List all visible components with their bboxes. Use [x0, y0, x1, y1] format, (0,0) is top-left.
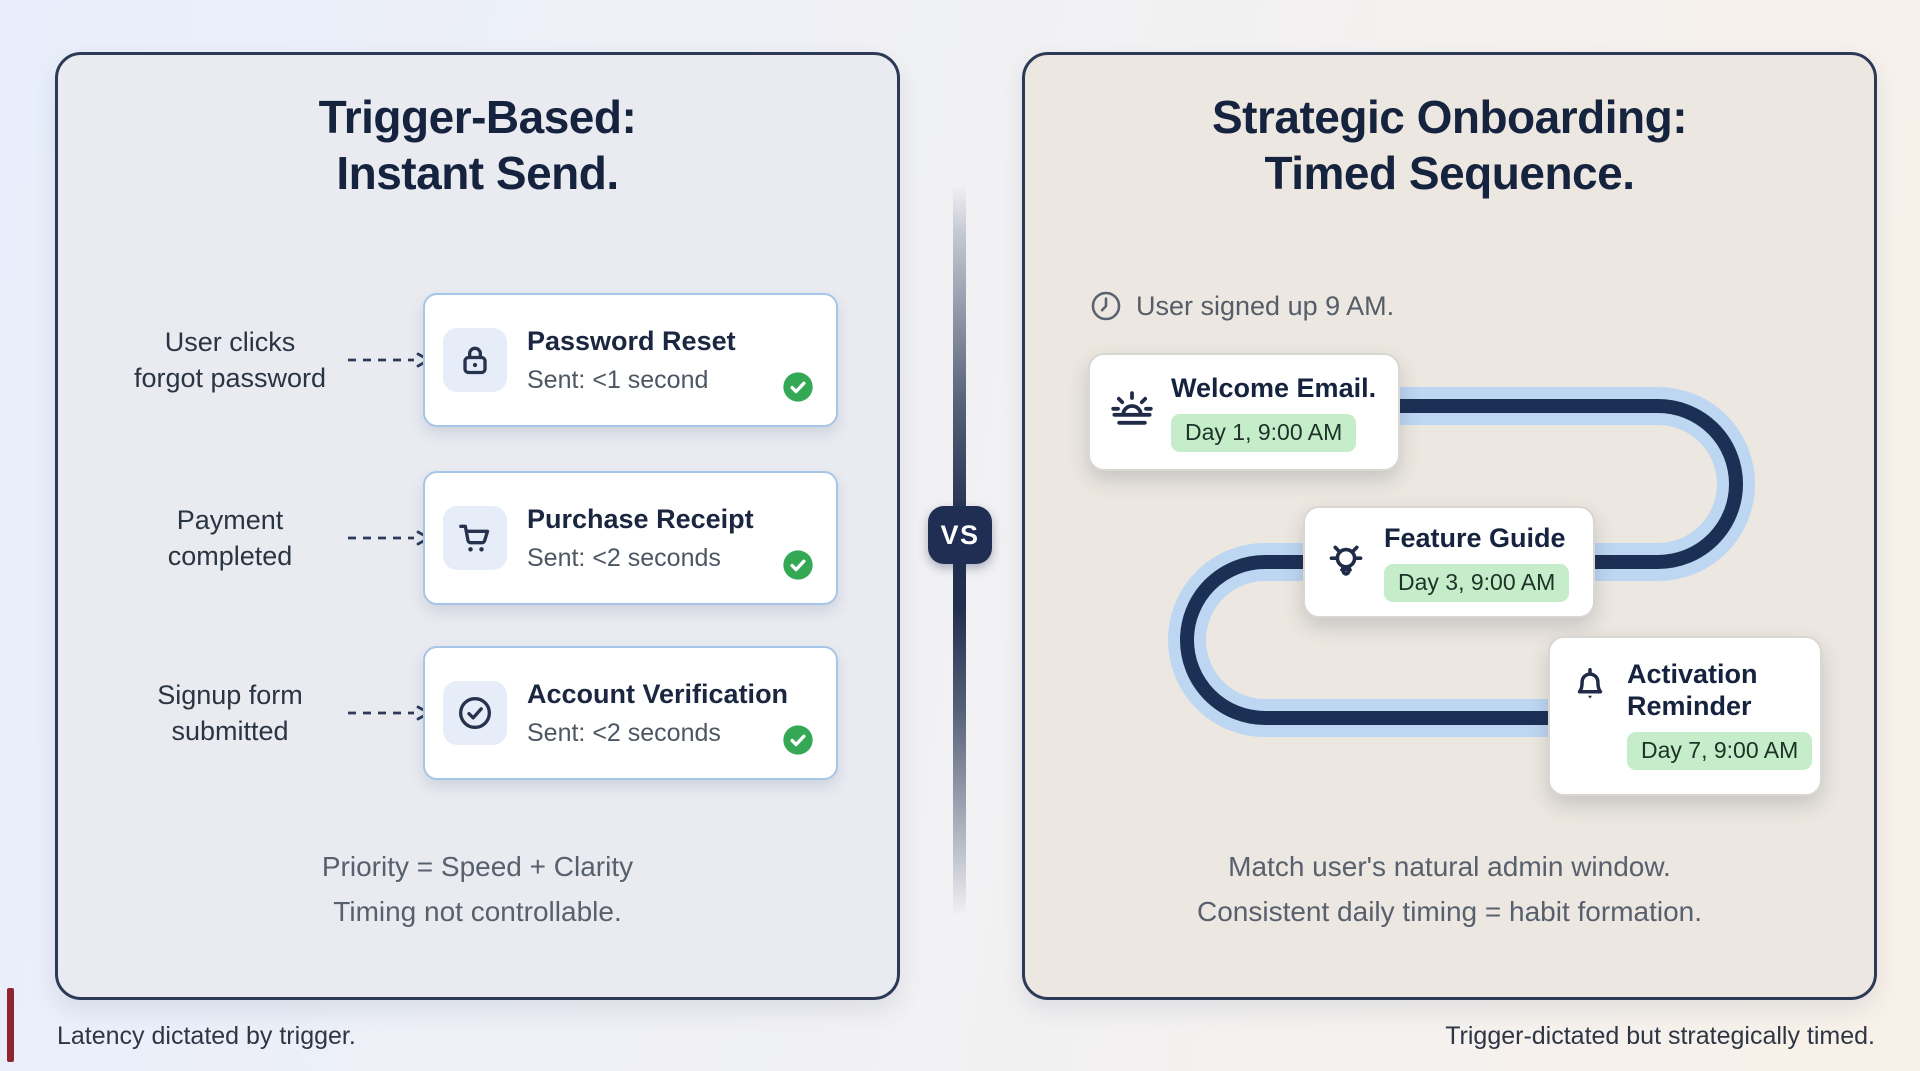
card-subtitle: Sent: <2 seconds — [527, 718, 721, 747]
trigger-label-line: submitted — [171, 716, 289, 747]
clock-icon — [1091, 291, 1121, 321]
trigger-based-panel: Trigger-Based: Instant Send. User clicks… — [55, 52, 900, 1000]
strategic-onboarding-panel: Strategic Onboarding: Timed Sequence. Us… — [1022, 52, 1877, 1000]
dashed-arrow-icon — [348, 530, 431, 546]
trigger-label-line: User clicks — [164, 327, 296, 357]
right-title-line2: Timed Sequence. — [1264, 147, 1635, 200]
step-schedule-badge: Day 3, 9:00 AM — [1384, 563, 1570, 602]
trigger-label-payment: Payment completed — [80, 502, 380, 575]
left-title-line1: Trigger-Based: — [318, 91, 637, 143]
trigger-label-line: Signup form — [157, 680, 303, 710]
trigger-label-line: Payment — [176, 505, 284, 535]
trigger-label-forgot-password: User clicks forgot password — [80, 324, 380, 397]
card-text: Purchase Receipt Sent: <2 seconds — [527, 504, 754, 573]
edge-red-mark — [7, 988, 14, 1062]
sunrise-icon — [1111, 391, 1153, 425]
dashed-arrow-icon — [348, 352, 431, 368]
card-title: Purchase Receipt — [527, 503, 754, 534]
lightbulb-icon — [1329, 545, 1363, 576]
left-summary: Priority = Speed + Clarity Timing not co… — [58, 845, 897, 935]
sent-check-icon — [783, 372, 813, 402]
signup-note-text: User signed up 9 AM. — [1136, 290, 1395, 321]
card-text: Account Verification Sent: <2 seconds — [527, 679, 788, 748]
step-schedule-badge: Day 1, 9:00 AM — [1171, 413, 1357, 452]
left-panel-title: Trigger-Based: Instant Send. — [58, 89, 897, 201]
card-title: Account Verification — [527, 678, 789, 709]
card-title: Password Reset — [527, 325, 736, 356]
right-title-line1: Strategic Onboarding: — [1211, 91, 1688, 143]
left-caption: Latency dictated by trigger. — [57, 1022, 356, 1050]
signup-note: User signed up 9 AM. — [1089, 289, 1394, 323]
step-card-welcome-email: Welcome Email. Day 1, 9:00 AM — [1088, 353, 1400, 471]
card-subtitle: Sent: <1 second — [527, 365, 709, 394]
bell-icon — [1577, 667, 1603, 699]
step-card-activation-reminder: Activation Reminder Day 7, 9:00 AM — [1548, 636, 1822, 796]
step-schedule-badge: Day 7, 9:00 AM — [1627, 731, 1813, 770]
step-title: Feature Guide — [1384, 523, 1566, 554]
cart-icon — [443, 506, 507, 570]
card-purchase-receipt: Purchase Receipt Sent: <2 seconds — [423, 471, 838, 605]
trigger-label-line: forgot password — [133, 363, 327, 394]
vs-badge: VS — [928, 506, 992, 564]
card-password-reset: Password Reset Sent: <1 second — [423, 293, 838, 427]
dashed-arrow-icon — [348, 705, 431, 721]
step-text: Welcome Email. Day 1, 9:00 AM — [1171, 372, 1377, 452]
left-summary-line2: Timing not controllable. — [333, 895, 622, 927]
step-title: Activation Reminder — [1627, 659, 1758, 722]
trigger-label-line: completed — [167, 541, 293, 572]
step-text: Activation Reminder Day 7, 9:00 AM — [1627, 658, 1813, 770]
circle-check-icon — [443, 681, 507, 745]
vs-label: VS — [940, 519, 980, 550]
sent-check-icon — [783, 550, 813, 580]
step-card-feature-guide: Feature Guide Day 3, 9:00 AM — [1303, 506, 1595, 618]
step-text: Feature Guide Day 3, 9:00 AM — [1384, 522, 1570, 602]
left-summary-line1: Priority = Speed + Clarity — [321, 851, 634, 882]
right-summary: Match user's natural admin window. Consi… — [1025, 845, 1874, 935]
step-title: Welcome Email. — [1171, 373, 1377, 404]
right-caption: Trigger-dictated but strategically timed… — [1445, 1022, 1875, 1050]
card-text: Password Reset Sent: <1 second — [527, 326, 736, 395]
lock-icon — [443, 328, 507, 392]
card-subtitle: Sent: <2 seconds — [527, 543, 721, 572]
right-summary-line1: Match user's natural admin window. — [1228, 851, 1671, 882]
sent-check-icon — [783, 725, 813, 755]
left-title-line2: Instant Send. — [336, 147, 619, 200]
right-summary-line2: Consistent daily timing = habit formatio… — [1196, 895, 1703, 927]
right-panel-title: Strategic Onboarding: Timed Sequence. — [1025, 89, 1874, 201]
trigger-label-signup: Signup form submitted — [80, 677, 380, 750]
card-account-verification: Account Verification Sent: <2 seconds — [423, 646, 838, 780]
